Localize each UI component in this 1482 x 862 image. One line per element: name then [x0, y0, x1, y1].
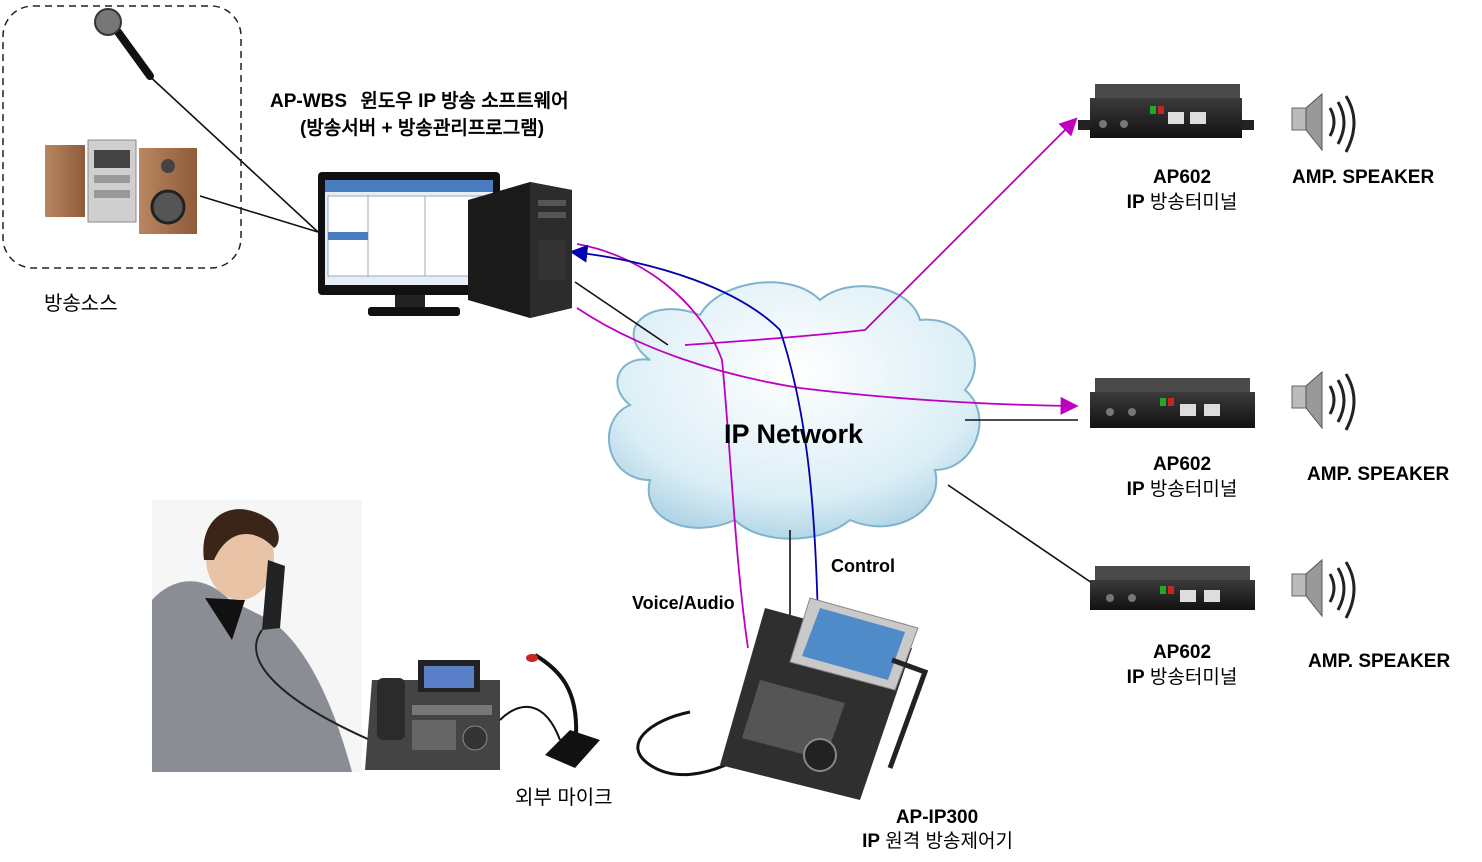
terminal-ap602-1 — [1078, 84, 1254, 138]
ip-network-cloud — [607, 281, 981, 540]
terminal-2-model: AP602 — [1152, 454, 1212, 475]
ip-controller-ap-ip300-icon — [636, 597, 929, 800]
control-label: Control — [831, 556, 895, 576]
gooseneck-microphone-icon — [526, 653, 600, 768]
terminal-2-desc: IP 방송터미널 — [1100, 478, 1264, 502]
controller-desc-text: 원격 방송제어기 — [885, 831, 1013, 852]
terminal-3-desc-text: 방송터미널 — [1149, 667, 1238, 688]
controller-model: AP-IP300 — [895, 807, 979, 828]
wired-links — [144, 71, 1093, 645]
wbs-subtitle: (방송서버 + 방송관리프로그램) — [300, 118, 545, 139]
speaker-icon — [1291, 92, 1356, 153]
microphone-icon — [94, 8, 154, 80]
terminal-1-desc-ip: IP — [1126, 192, 1145, 213]
terminal-ap602-2 — [1090, 378, 1255, 428]
operator-photo — [152, 500, 371, 772]
terminal-1-model: AP602 — [1152, 167, 1212, 188]
terminal-1-desc: IP 방송터미널 — [1100, 191, 1264, 215]
wbs-model: AP-WBS — [270, 91, 348, 112]
terminal-3-model: AP602 — [1152, 642, 1212, 663]
pc-tower-icon — [468, 182, 572, 318]
desk-phone-icon — [365, 660, 561, 770]
controller-desc-ip: IP — [862, 831, 881, 852]
speaker-1-label: AMP. SPEAKER — [1292, 167, 1435, 188]
speaker-icon — [1291, 558, 1356, 619]
control-link — [569, 244, 819, 619]
terminal-3-desc: IP 방송터미널 — [1100, 666, 1264, 690]
audio-system-icon — [45, 139, 197, 234]
speaker-3-label: AMP. SPEAKER — [1308, 651, 1451, 672]
wbs-desc: 윈도우 IP 방송 소프트웨어 — [360, 91, 569, 112]
terminal-3-desc-ip: IP — [1126, 667, 1145, 688]
source-group-frame — [2, 5, 242, 269]
voice-audio-label: Voice/Audio — [632, 593, 735, 613]
terminal-2-desc-text: 방송터미널 — [1149, 479, 1238, 500]
wbs-title: AP-WBS 윈도우 IP 방송 소프트웨어 — [270, 90, 569, 114]
terminal-1-desc-text: 방송터미널 — [1149, 192, 1238, 213]
voice-audio-links — [576, 117, 1079, 649]
source-label: 방송소스 — [44, 293, 118, 315]
terminal-2-desc-ip: IP — [1126, 479, 1145, 500]
network-label: IP Network — [724, 419, 864, 449]
external-mic-label: 외부 마이크 — [515, 787, 613, 809]
pc-monitor-icon — [318, 172, 500, 316]
terminal-ap602-3 — [1090, 566, 1255, 610]
controller-desc: IP 원격 방송제어기 — [840, 830, 1035, 854]
speaker-icon — [1291, 370, 1356, 431]
speaker-2-label: AMP. SPEAKER — [1307, 464, 1450, 485]
